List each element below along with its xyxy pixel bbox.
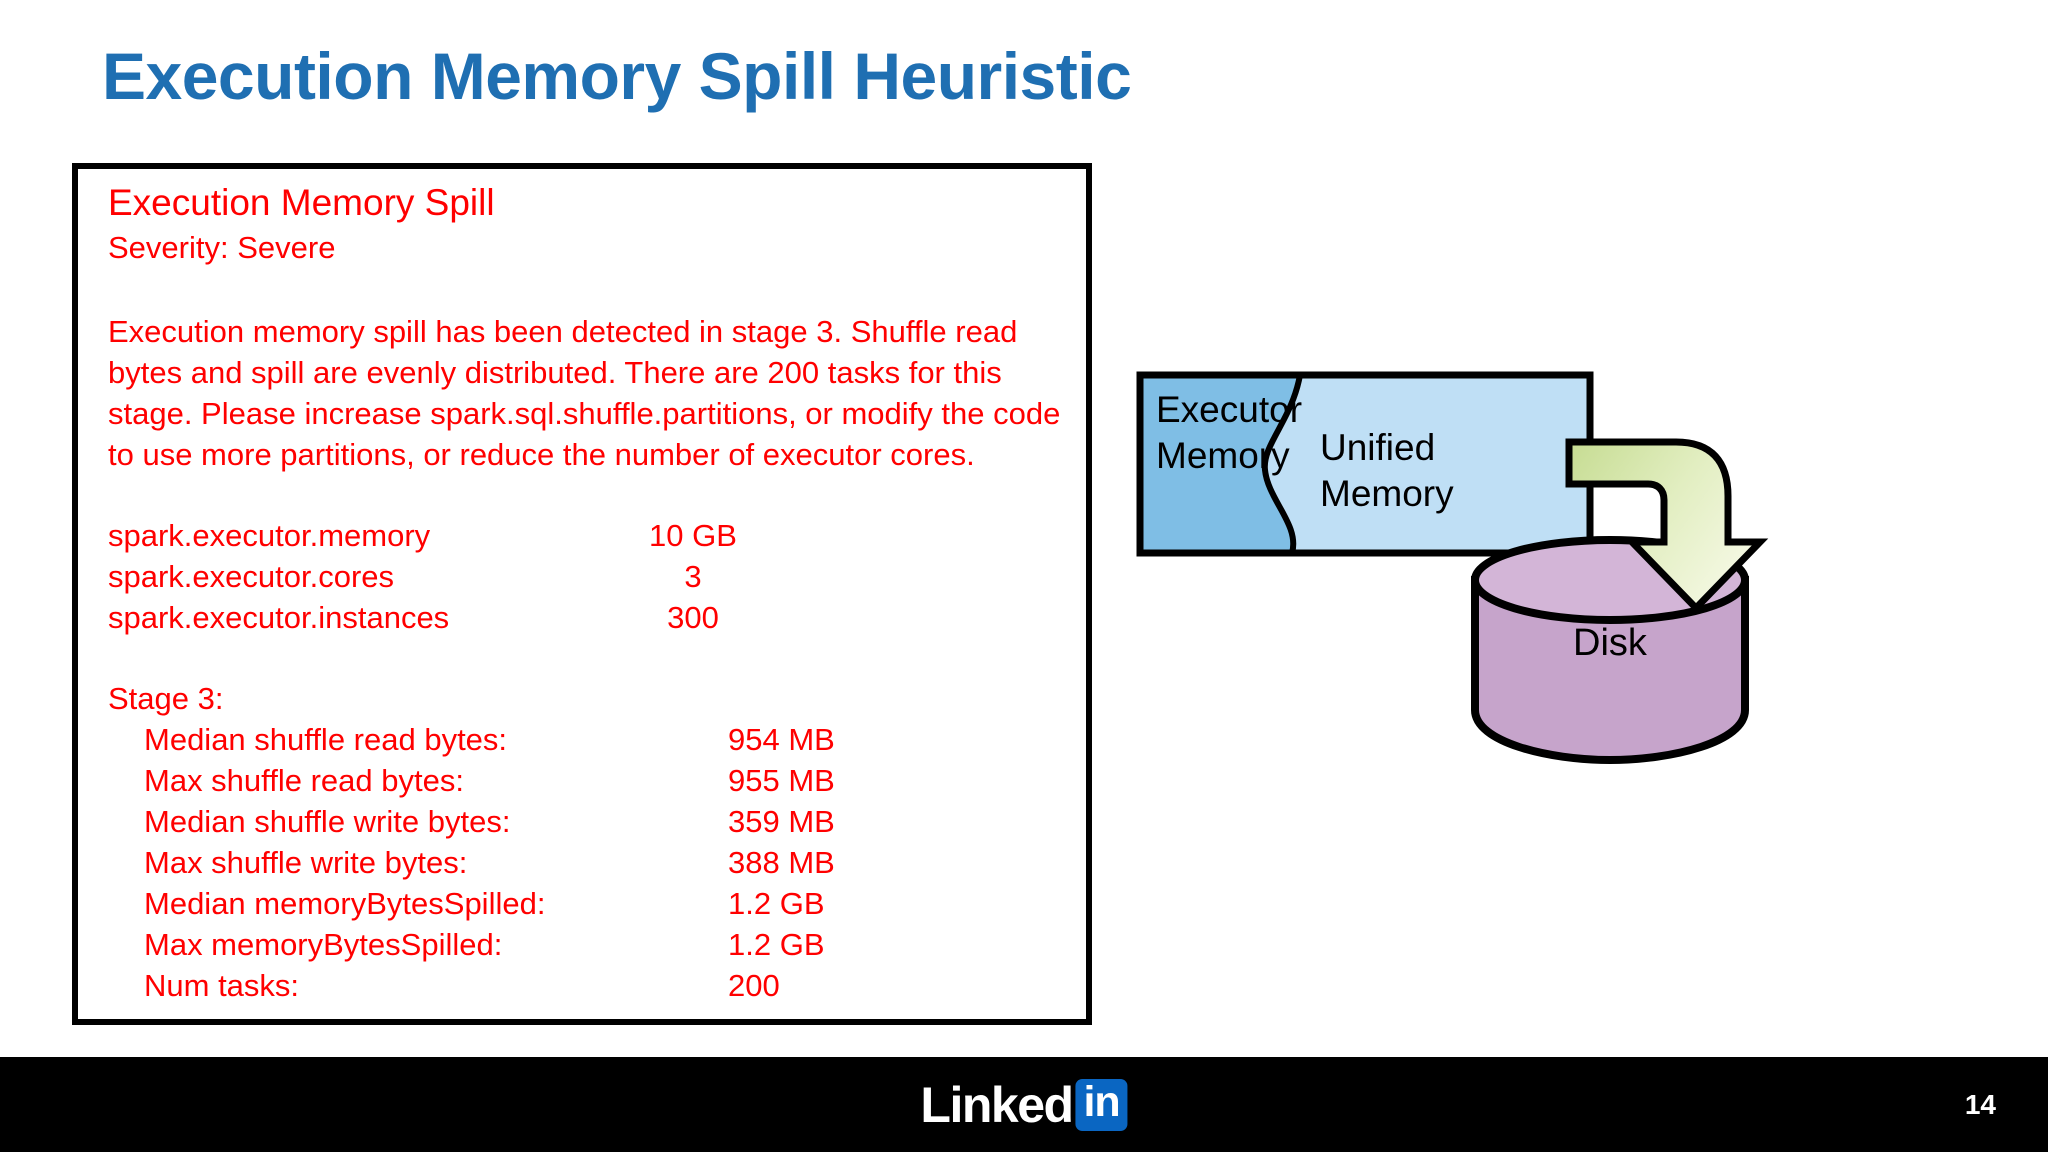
- unified-memory-label: Unified: [1320, 427, 1435, 468]
- config-value: 3: [684, 559, 702, 594]
- metric-value: 388 MB: [728, 845, 835, 880]
- stage-label: Stage 3:: [108, 681, 224, 716]
- page-title: Execution Memory Spill Heuristic: [102, 39, 1132, 113]
- metric-value: 200: [728, 968, 780, 1003]
- linkedin-logo: Linked in: [920, 1076, 1128, 1133]
- svg-text:Memory: Memory: [1156, 435, 1290, 476]
- heuristic-name: Execution Memory Spill: [108, 182, 495, 223]
- metric-key: Num tasks:: [144, 968, 300, 1003]
- metric-row: Max shuffle read bytes: 955 MB: [108, 760, 1098, 801]
- spacer: [108, 475, 1098, 515]
- heuristic-severity: Severity: Severe: [108, 230, 336, 265]
- metric-key: Median memoryBytesSpilled:: [144, 886, 546, 921]
- disk-label: Disk: [1573, 622, 1648, 664]
- config-value: 300: [667, 600, 719, 635]
- metric-row: Max shuffle write bytes: 388 MB: [108, 842, 1098, 883]
- metric-value: 1.2 GB: [728, 886, 825, 921]
- spacer: [108, 638, 1098, 678]
- heuristic-description: Execution memory spill has been detected…: [108, 314, 1061, 472]
- metric-row: Max memoryBytesSpilled: 1.2 GB: [108, 924, 1098, 965]
- metric-row: Num tasks: 200: [108, 965, 1098, 1006]
- heuristic-panel: Execution Memory Spill Severity: Severe …: [72, 163, 1092, 1025]
- config-key: spark.executor.cores: [108, 559, 395, 594]
- metrics-list: Median shuffle read bytes: 954 MB Max sh…: [108, 719, 1098, 1006]
- linkedin-wordmark: Linked: [920, 1076, 1074, 1133]
- metric-value: 955 MB: [728, 763, 835, 798]
- memory-spill-diagram: Executor Memory Unified Memory Disk: [1120, 350, 1980, 910]
- heuristic-content: Execution Memory Spill Severity: Severe …: [108, 179, 1098, 1006]
- spill-arrow: [1565, 438, 1769, 614]
- memory-block: [1140, 375, 1590, 553]
- metric-value: 1.2 GB: [728, 927, 825, 962]
- spacer: [108, 269, 1098, 311]
- linkedin-badge-icon: in: [1075, 1078, 1128, 1131]
- config-list: spark.executor.memory 10 GB spark.execut…: [108, 515, 1098, 638]
- metric-key: Median shuffle read bytes:: [144, 722, 508, 757]
- metric-key: Max shuffle write bytes:: [144, 845, 468, 880]
- config-value: 10 GB: [649, 518, 737, 553]
- config-key: spark.executor.memory: [108, 518, 431, 553]
- metric-key: Median shuffle write bytes:: [144, 804, 511, 839]
- config-key: spark.executor.instances: [108, 600, 450, 635]
- metric-value: 954 MB: [728, 722, 835, 757]
- page-number: 14: [1964, 1088, 1996, 1120]
- disk-cylinder: Disk: [1471, 536, 1749, 765]
- metric-row: Median shuffle write bytes: 359 MB: [108, 801, 1098, 842]
- metric-key: Max memoryBytesSpilled:: [144, 927, 503, 962]
- footer-bar: Linked in 14: [0, 1057, 2048, 1152]
- metric-key: Max shuffle read bytes:: [144, 763, 464, 798]
- svg-text:Memory: Memory: [1320, 473, 1454, 514]
- metric-row: Median memoryBytesSpilled: 1.2 GB: [108, 883, 1098, 924]
- config-row: spark.executor.cores 3: [108, 556, 1098, 597]
- executor-memory-label: Executor: [1156, 389, 1302, 430]
- linkedin-badge-text: in: [1083, 1078, 1120, 1126]
- config-row: spark.executor.memory 10 GB: [108, 515, 1098, 556]
- config-row: spark.executor.instances 300: [108, 597, 1098, 638]
- metric-row: Median shuffle read bytes: 954 MB: [108, 719, 1098, 760]
- metric-value: 359 MB: [728, 804, 835, 839]
